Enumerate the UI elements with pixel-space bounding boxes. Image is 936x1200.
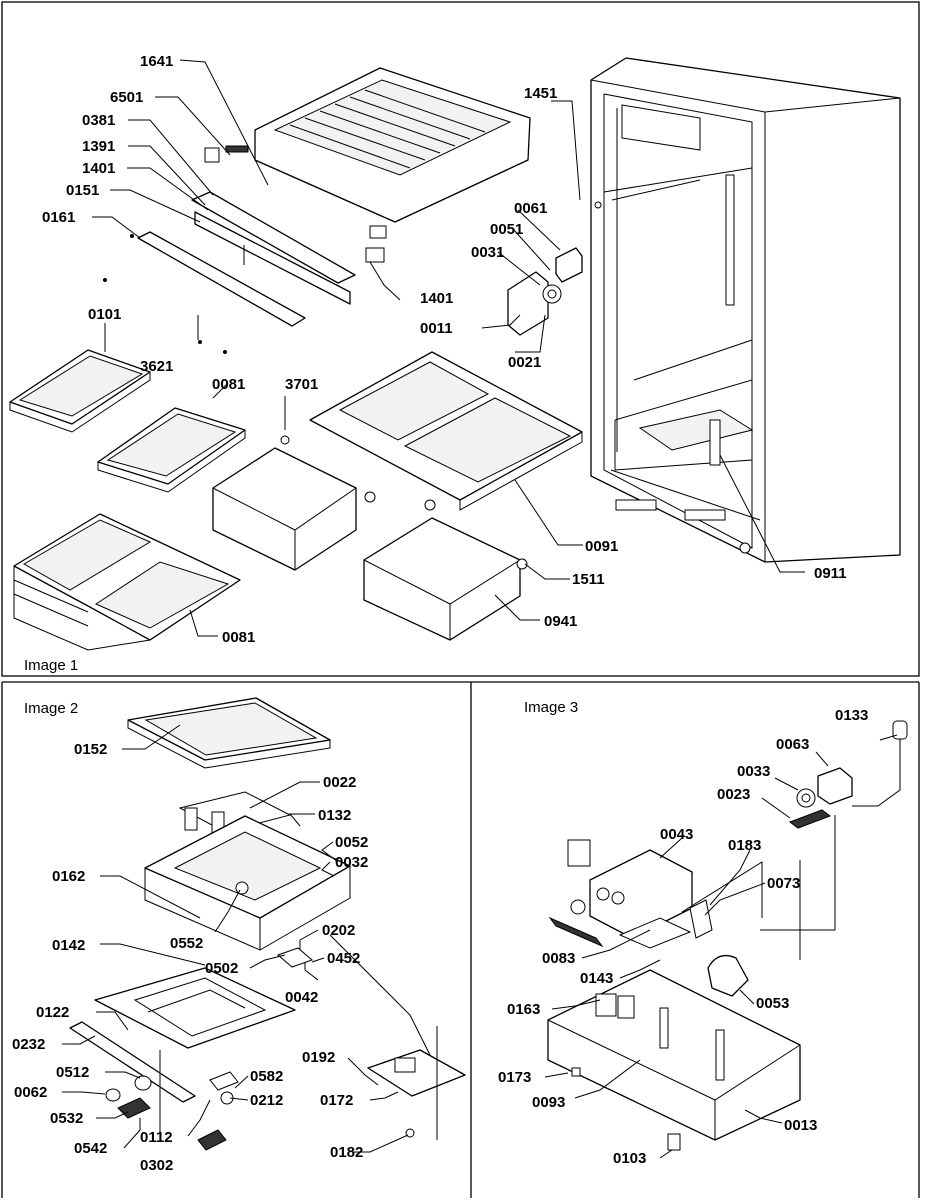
callout: 0512 [56, 1064, 89, 1081]
callout: 0091 [585, 538, 618, 555]
callout: 0042 [285, 989, 318, 1006]
callout: 0452 [327, 950, 360, 967]
callout: 0063 [776, 736, 809, 753]
callout: 0062 [14, 1084, 47, 1101]
callout: 0103 [613, 1150, 646, 1167]
callout: 0073 [767, 875, 800, 892]
callout: 0061 [514, 200, 547, 217]
callout: 0133 [835, 707, 868, 724]
crisper-drawing [212, 351, 583, 641]
callout: 0212 [250, 1092, 283, 1109]
callout: 0161 [42, 209, 75, 226]
callout: 0033 [737, 763, 770, 780]
callout: 0093 [532, 1094, 565, 1111]
callout: 0053 [756, 995, 789, 1012]
callout: 6501 [110, 89, 143, 106]
callout: 0502 [205, 960, 238, 977]
callout: 0031 [471, 244, 504, 261]
panel-caption-image-3: Image 3 [524, 699, 578, 716]
callout: 0941 [544, 613, 577, 630]
callout: 0911 [814, 565, 847, 582]
image-2-drawing [69, 697, 466, 1151]
control-bracket-drawing [507, 247, 583, 336]
callout: 0132 [318, 807, 351, 824]
cabinet-drawing [590, 57, 901, 563]
callout: 0143 [580, 970, 613, 987]
panel-captions: Image 1 Image 2 Image 3 [24, 657, 578, 717]
callout: 0173 [498, 1069, 531, 1086]
callout: 0582 [250, 1068, 283, 1085]
callout: 0051 [490, 221, 523, 238]
callout: 1511 [572, 571, 605, 588]
callout: 0552 [170, 935, 203, 952]
callout: 0162 [52, 868, 85, 885]
callout: 0011 [420, 320, 453, 337]
callout: 0172 [320, 1092, 353, 1109]
callout: 0302 [140, 1157, 173, 1174]
panel-caption-image-2: Image 2 [24, 700, 78, 717]
image-3-drawing [547, 720, 908, 1151]
callout: 0542 [74, 1140, 107, 1157]
callout: 0142 [52, 937, 85, 954]
callout: 1401 [82, 160, 115, 177]
callout: 0163 [507, 1001, 540, 1018]
callout: 0083 [542, 950, 575, 967]
callout: 0023 [717, 786, 750, 803]
panel-caption-image-1: Image 1 [24, 657, 78, 674]
callout: 0381 [82, 112, 115, 129]
callout: 0052 [335, 834, 368, 851]
callout: 0081 [212, 376, 245, 393]
callout: 0021 [508, 354, 541, 371]
leader-lines [62, 59, 898, 1159]
callout: 0183 [728, 837, 761, 854]
callout: 1641 [140, 53, 173, 70]
callout: 0101 [88, 306, 121, 323]
callout: 0112 [140, 1129, 173, 1146]
shelves-drawing [9, 349, 246, 651]
callout: 3701 [285, 376, 318, 393]
callout: 0192 [302, 1049, 335, 1066]
callout: 1451 [524, 85, 557, 102]
callout: 1401 [420, 290, 453, 307]
callout-labels: 1641 6501 0381 1391 1401 0151 0161 0101 … [12, 53, 868, 1174]
panel-frames [1, 1, 920, 1198]
image-1-drawing [9, 57, 901, 651]
callout: 3621 [140, 358, 173, 375]
callout: 0081 [222, 629, 255, 646]
callout: 1391 [82, 138, 115, 155]
callout: 0122 [36, 1004, 69, 1021]
shelf-cover-drawing [204, 67, 531, 263]
callout: 0151 [66, 182, 99, 199]
callout: 0032 [335, 854, 368, 871]
callout: 0043 [660, 826, 693, 843]
callout: 0013 [784, 1117, 817, 1134]
callout: 0152 [74, 741, 107, 758]
light-bar-drawing [103, 191, 356, 354]
callout: 0232 [12, 1036, 45, 1053]
callout: 0532 [50, 1110, 83, 1127]
callout: 0022 [323, 774, 356, 791]
callout: 0182 [330, 1144, 363, 1161]
callout: 0202 [322, 922, 355, 939]
